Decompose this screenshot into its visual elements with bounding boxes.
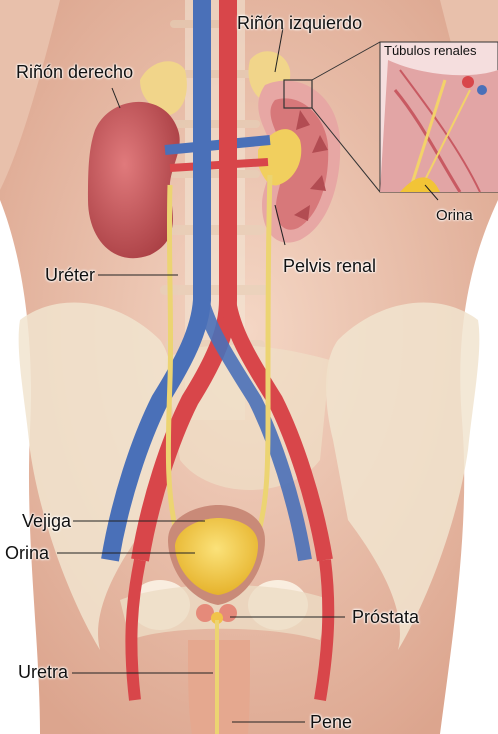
label-prostate: Próstata (352, 607, 419, 627)
label-urine-inset: Orina (436, 207, 473, 224)
label-renal-tubules: Túbulos renales (384, 43, 477, 58)
label-ureter: Uréter (45, 265, 95, 285)
label-urethra: Uretra (18, 662, 68, 682)
label-urine-bladder: Orina (5, 543, 49, 563)
label-renal-pelvis: Pelvis renal (283, 256, 376, 276)
right-kidney (88, 102, 180, 258)
label-right-kidney: Riñón derecho (16, 62, 133, 82)
label-left-kidney: Riñón izquierdo (237, 13, 362, 33)
label-bladder: Vejiga (22, 511, 71, 531)
label-penis: Pene (310, 712, 352, 732)
renal-tubules-inset (380, 42, 498, 192)
